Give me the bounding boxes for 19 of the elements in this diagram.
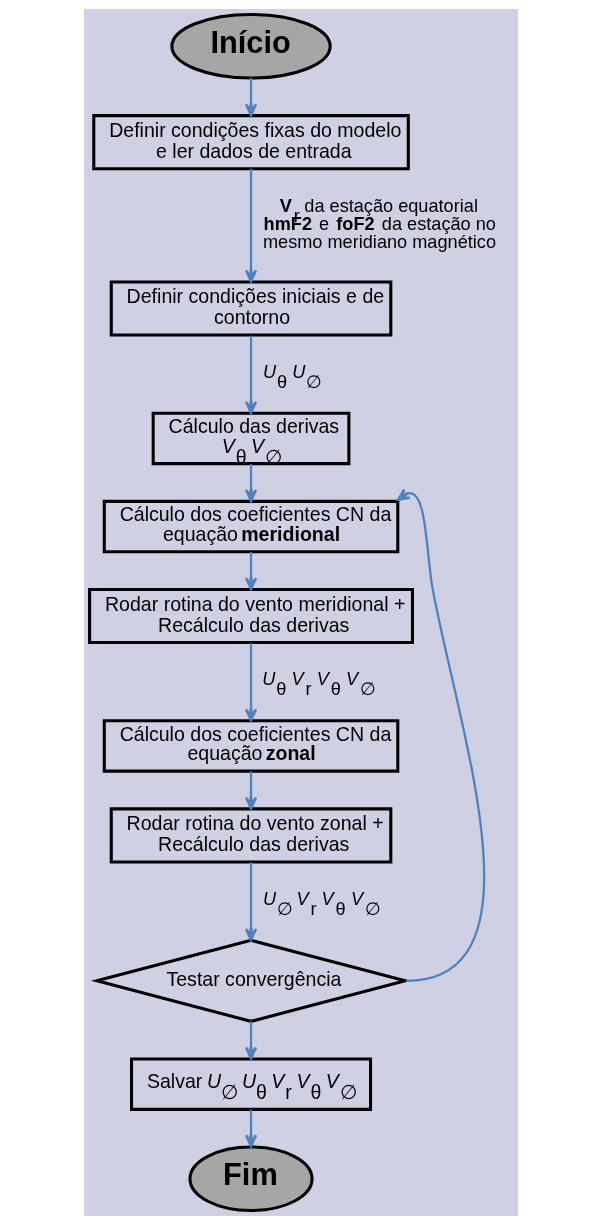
- node-box: Cálculo dos coeficientes CN da equação meridional: [102, 499, 399, 554]
- arrow: [244, 1109, 257, 1148]
- arrow: [244, 643, 257, 722]
- node-ellipse: Início: [169, 12, 332, 80]
- arrow: [244, 552, 257, 591]
- arrow: [244, 1021, 257, 1060]
- node-box: Rodar rotina do vento meridional + Recálculo das derivas: [87, 587, 414, 645]
- node-box: Rodar rotina do vento zonal + Recálculo das derivas: [109, 807, 392, 864]
- node-box: Definir condições fixas do modelo e ler dados de entrada: [91, 114, 410, 171]
- arrow: [244, 168, 257, 283]
- arrow: [396, 488, 485, 982]
- arrow: [244, 771, 257, 810]
- arrow: [244, 464, 257, 503]
- node-box: Definir condições iniciais e de contorno: [109, 280, 392, 337]
- arrow: [244, 335, 257, 415]
- node-ellipse: Fim: [187, 1145, 314, 1213]
- arrow: [244, 78, 257, 117]
- arrow: [244, 862, 257, 942]
- node-box: Cálculo dos coeficientes CN da equação zonal: [102, 719, 399, 773]
